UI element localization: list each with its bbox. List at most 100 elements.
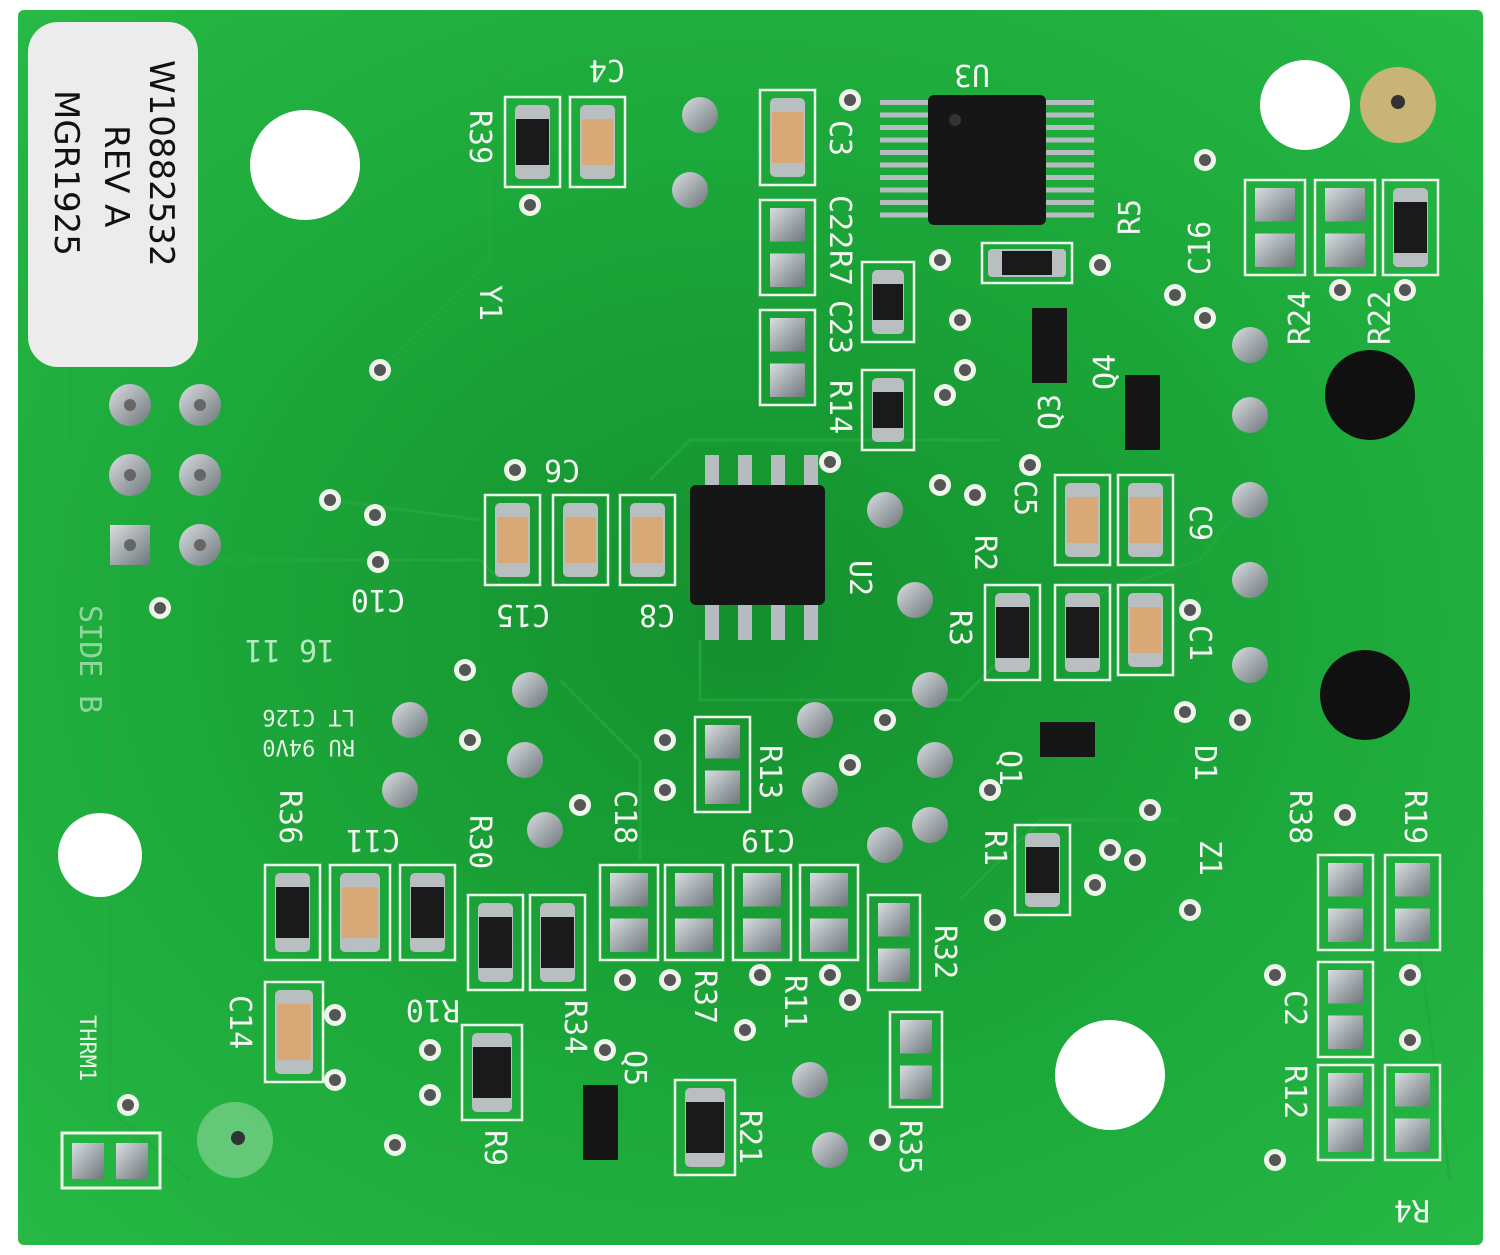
resistor bbox=[466, 893, 525, 992]
ic-pin bbox=[880, 187, 930, 193]
solder-joint bbox=[1232, 397, 1268, 433]
silk-label: R22 bbox=[1363, 291, 1398, 345]
resistor bbox=[1381, 178, 1440, 277]
transistor bbox=[1040, 722, 1095, 757]
capacitor bbox=[263, 980, 325, 1084]
ic-pin bbox=[738, 600, 752, 640]
pad-pair bbox=[1383, 1063, 1442, 1162]
via bbox=[1194, 149, 1216, 171]
silk-side-b: SIDE B bbox=[72, 605, 107, 713]
via bbox=[929, 249, 951, 271]
transistor bbox=[583, 1085, 618, 1160]
solder-joint bbox=[682, 97, 718, 133]
silk-label: U2 bbox=[842, 560, 877, 596]
ic-pin bbox=[880, 175, 930, 180]
ic-pin bbox=[705, 455, 719, 490]
ic-pin bbox=[1044, 125, 1094, 130]
silk-label: R12 bbox=[1277, 1065, 1312, 1119]
via bbox=[949, 309, 971, 331]
silk-label: C22 bbox=[822, 195, 857, 249]
via bbox=[934, 384, 956, 406]
via bbox=[319, 489, 341, 511]
capacitor-blob bbox=[1325, 350, 1415, 440]
pad-pair bbox=[731, 863, 793, 962]
silk-label: D1 bbox=[1187, 745, 1222, 781]
solder-joint bbox=[912, 672, 948, 708]
ic-pin bbox=[880, 200, 930, 205]
silk-label: R39 bbox=[462, 110, 497, 164]
silk-label: C8 bbox=[639, 597, 675, 632]
ic-pin bbox=[1044, 187, 1094, 193]
via bbox=[874, 709, 896, 731]
resistor bbox=[860, 260, 916, 344]
via bbox=[1399, 964, 1421, 986]
via bbox=[1329, 279, 1351, 301]
capacitor bbox=[1116, 473, 1175, 567]
via bbox=[819, 451, 841, 473]
mounting-hole bbox=[58, 813, 142, 897]
via bbox=[1019, 454, 1041, 476]
capacitor bbox=[1116, 583, 1175, 677]
mounting-hole bbox=[1260, 60, 1350, 150]
silk-label: R37 bbox=[687, 970, 722, 1024]
ic-pin bbox=[1044, 112, 1094, 118]
pad-pair bbox=[758, 198, 817, 297]
silk-label: R36 bbox=[272, 790, 307, 844]
silk-label: R30 bbox=[462, 815, 497, 869]
via bbox=[1394, 279, 1416, 301]
capacitor bbox=[568, 95, 627, 189]
via bbox=[614, 969, 636, 991]
silk-label: Q3 bbox=[1033, 394, 1068, 430]
header-pins bbox=[109, 384, 221, 566]
via bbox=[839, 989, 861, 1011]
silk-label: R9 bbox=[477, 1130, 512, 1166]
ic-pin bbox=[880, 162, 930, 168]
mounting-holes bbox=[58, 60, 1436, 1178]
via bbox=[654, 729, 676, 751]
resistor bbox=[263, 863, 322, 962]
silk-label: C10 bbox=[351, 582, 405, 617]
ic-pin bbox=[880, 100, 930, 105]
capacitor bbox=[483, 493, 542, 587]
via bbox=[117, 1094, 139, 1116]
ic-pin bbox=[1044, 137, 1094, 143]
resistor bbox=[860, 368, 916, 452]
solder-joint bbox=[867, 492, 903, 528]
pad-pair bbox=[598, 863, 660, 962]
via bbox=[1264, 964, 1286, 986]
solder-joint bbox=[912, 807, 948, 843]
resistor bbox=[1013, 823, 1072, 917]
part-number: W10882532 bbox=[141, 60, 181, 267]
via bbox=[1264, 1149, 1286, 1171]
ic-pin bbox=[771, 455, 785, 490]
solder-joint bbox=[897, 582, 933, 618]
via bbox=[929, 474, 951, 496]
capacitor bbox=[758, 88, 817, 187]
ic-pin bbox=[880, 212, 930, 218]
via bbox=[1179, 899, 1201, 921]
ic-pin bbox=[1044, 200, 1094, 205]
via bbox=[1194, 307, 1216, 329]
silk-label: R21 bbox=[732, 1110, 767, 1164]
via bbox=[419, 1039, 441, 1061]
silk-label: Q4 bbox=[1088, 354, 1123, 390]
part-label-sticker: W10882532 REV A MGR1925 bbox=[28, 22, 198, 367]
via bbox=[519, 194, 541, 216]
ic-pin bbox=[804, 455, 818, 490]
silk-label: Z1 bbox=[1192, 840, 1227, 876]
silk-label: R34 bbox=[557, 1000, 592, 1054]
via bbox=[367, 551, 389, 573]
via bbox=[1229, 709, 1251, 731]
solder-joint bbox=[797, 702, 833, 738]
silk-label: C18 bbox=[607, 790, 642, 844]
via bbox=[839, 754, 861, 776]
via bbox=[324, 1069, 346, 1091]
ic-u3 bbox=[880, 95, 1094, 225]
ic-pin bbox=[1044, 175, 1094, 180]
solder-joint bbox=[792, 1062, 828, 1098]
solder-joint bbox=[1232, 647, 1268, 683]
solder-joint bbox=[812, 1132, 848, 1168]
pad-pair bbox=[866, 893, 922, 992]
silkscreen-labels: C4 U3 R39 C3 C22 R7 C23 R14 R5 C16 R24 R… bbox=[72, 52, 1432, 1227]
solder-joint bbox=[1232, 482, 1268, 518]
